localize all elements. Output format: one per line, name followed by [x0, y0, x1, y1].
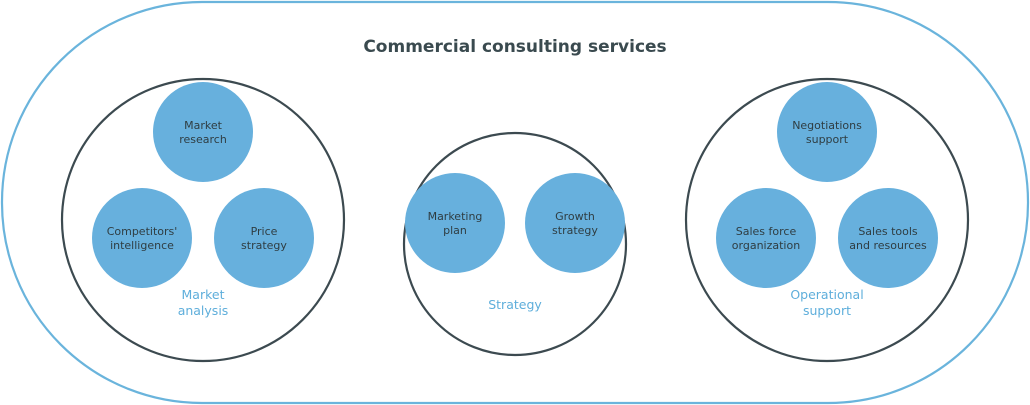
service-bubble-negotiations-support — [777, 82, 877, 182]
group-label-line: Strategy — [488, 297, 542, 312]
service-bubble-price-strategy — [214, 188, 314, 288]
group-label-line: analysis — [178, 303, 229, 318]
group-ring-strategy — [402, 131, 628, 357]
group-label-line: Operational — [790, 287, 863, 302]
diagram-title: Commercial consulting services — [363, 37, 666, 57]
group-ring-market-analysis — [60, 77, 346, 363]
service-label-line: support — [806, 133, 849, 146]
service-label-line: Sales force — [736, 225, 797, 238]
service-label-line: Competitors' — [107, 225, 178, 238]
service-bubble-growth-strategy — [525, 173, 625, 273]
service-label-line: Price — [251, 225, 278, 238]
service-label-line: intelligence — [110, 239, 174, 252]
group-label-line: Market — [182, 287, 225, 302]
group-label-line: support — [803, 303, 851, 318]
service-label-line: and resources — [849, 239, 927, 252]
service-label-line: Market — [184, 119, 222, 132]
service-label-line: strategy — [552, 224, 598, 237]
service-label-line: organization — [732, 239, 800, 252]
group-ring-operational-support — [684, 77, 970, 363]
service-bubble-market-research — [153, 82, 253, 182]
service-label-line: Sales tools — [858, 225, 918, 238]
service-label-line: plan — [443, 224, 467, 237]
service-label-line: Growth — [555, 210, 595, 223]
service-label-line: Marketing — [428, 210, 483, 223]
service-label-line: strategy — [241, 239, 287, 252]
service-bubble-sales-force-organization — [716, 188, 816, 288]
group-label-strategy: Strategy — [488, 297, 542, 312]
service-bubble-marketing-plan — [405, 173, 505, 273]
service-bubble-competitors-intelligence — [92, 188, 192, 288]
service-label-competitors-intelligence: Competitors'intelligence — [107, 225, 178, 252]
service-label-line: Negotiations — [792, 119, 862, 132]
service-label-line: research — [179, 133, 227, 146]
service-bubble-sales-tools-and-resources — [838, 188, 938, 288]
